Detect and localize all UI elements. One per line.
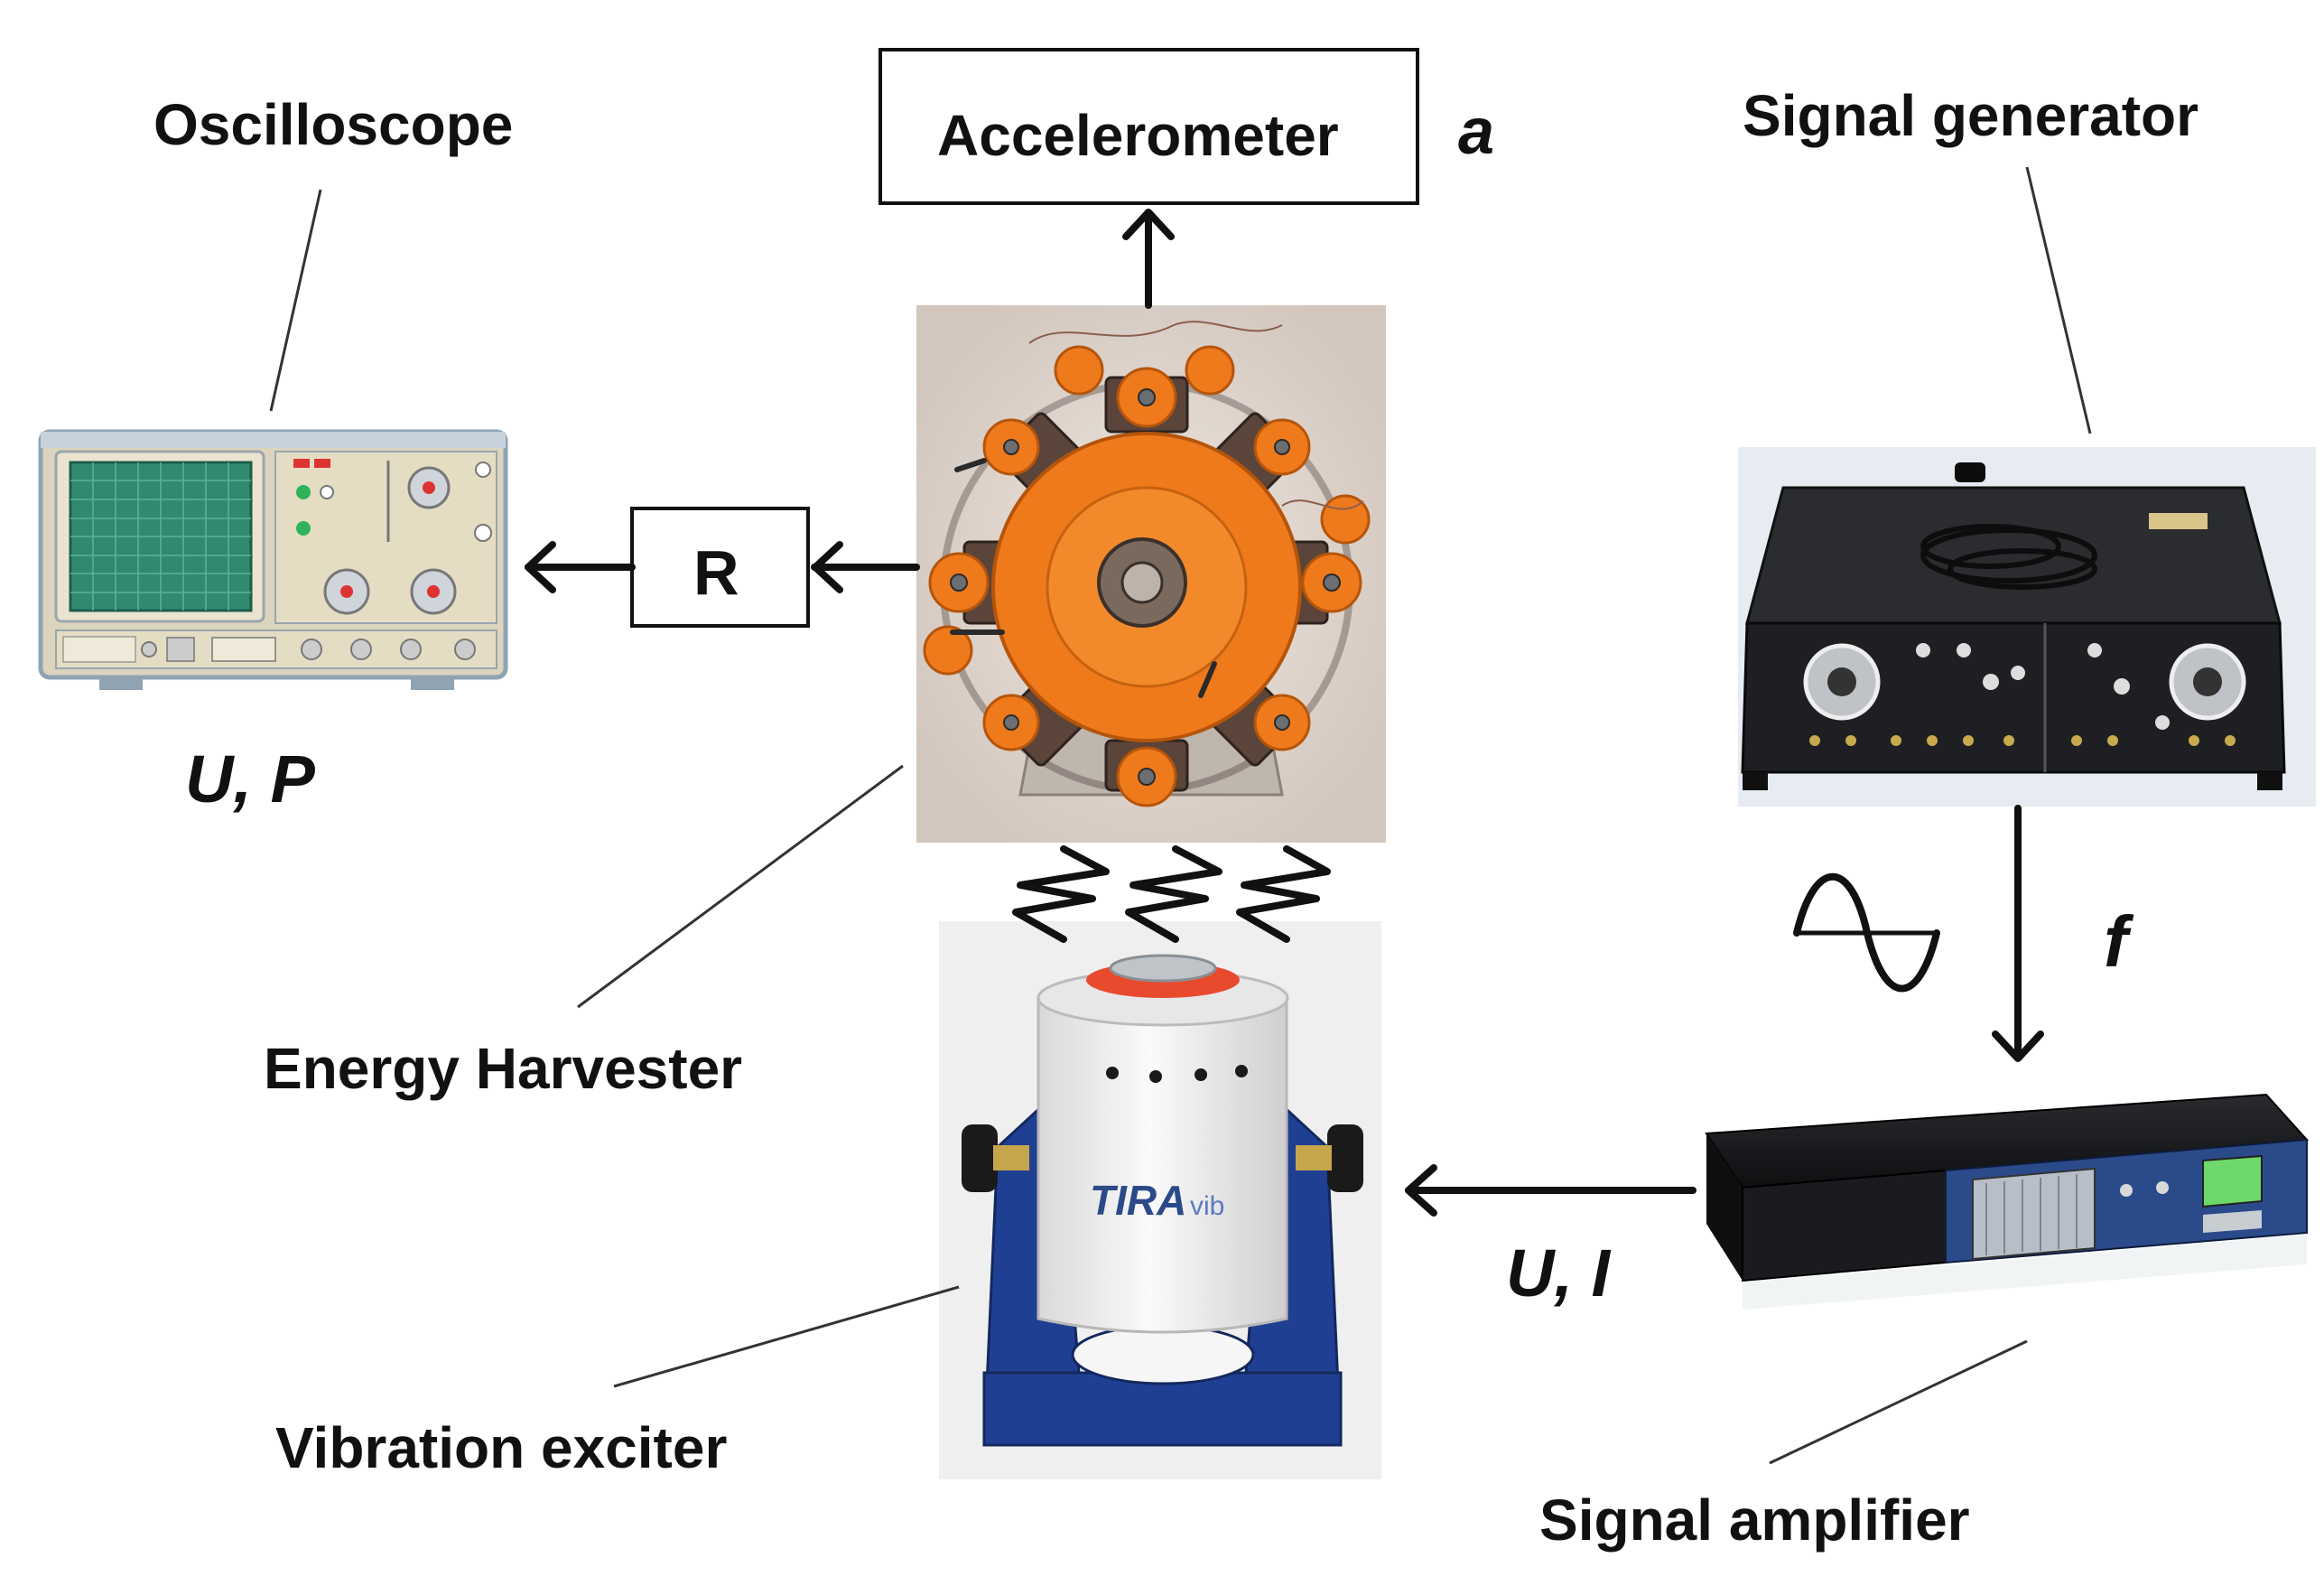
signal-amplifier-label: Signal amplifier <box>1539 1487 1970 1553</box>
oscilloscope-variables: U, P <box>185 741 316 816</box>
signal-generator-label: Signal generator <box>1743 83 2199 148</box>
energy-harvester-icon <box>916 305 1386 843</box>
accelerometer-box <box>878 48 1419 205</box>
accel-variable: a <box>1458 96 1494 168</box>
sine-wave-icon <box>1793 873 1940 993</box>
signal-generator-icon <box>1738 447 2316 807</box>
vibration-squiggle-icon <box>1012 845 1331 943</box>
callout-lines <box>269 166 2092 1465</box>
shaker-brand-sub: vib <box>1190 1191 1224 1221</box>
shaker-brand-main: TIRA <box>1090 1177 1186 1224</box>
oscilloscope-label: Oscilloscope <box>153 92 513 157</box>
amplifier-variables: U, I <box>1506 1236 1612 1310</box>
oscilloscope-icon <box>38 429 508 690</box>
signal-amplifier-icon <box>1705 1093 2310 1310</box>
connection-arrows <box>525 209 2044 1217</box>
energy-harvester-label: Energy Harvester <box>264 1036 742 1101</box>
resistor-label: R <box>693 537 739 608</box>
accelerometer-label: Accelerometer <box>937 103 1339 168</box>
frequency-variable: f <box>2104 901 2134 982</box>
vibration-exciter-label: Vibration exciter <box>275 1415 727 1480</box>
vibration-exciter-icon: TIRA vib <box>939 921 1381 1479</box>
